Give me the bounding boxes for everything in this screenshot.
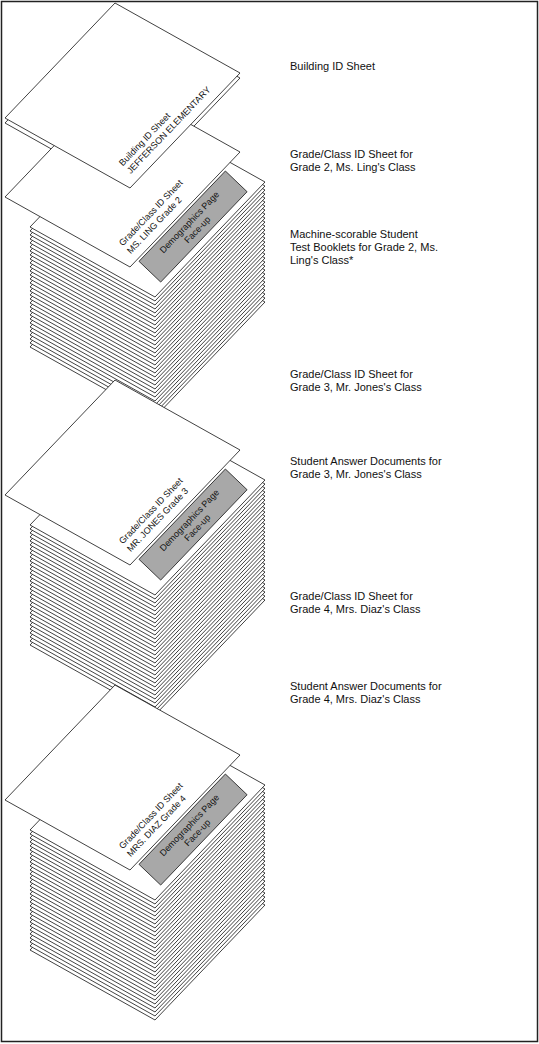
sheet-outline bbox=[5, 82, 240, 267]
id-sheet: Grade/Class ID SheetMRS. DIAZ Grade 4 bbox=[5, 685, 240, 870]
band-fill bbox=[139, 469, 247, 580]
caption-label: Grade/Class ID Sheet for Grade 3, Mr. Jo… bbox=[290, 368, 430, 394]
id-sheet: Building ID SheetJEFFERSON ELEMENTARY bbox=[5, 3, 240, 188]
caption-label: Student Answer Documents for Grade 3, Mr… bbox=[290, 455, 455, 481]
band-fill bbox=[139, 171, 247, 282]
sheet-outline bbox=[5, 380, 240, 565]
caption-label: Grade/Class ID Sheet for Grade 4, Mrs. D… bbox=[290, 590, 430, 616]
caption-label: Machine-scorable Student Test Booklets f… bbox=[290, 228, 440, 267]
caption-label: Student Answer Documents for Grade 4, Mr… bbox=[290, 680, 455, 706]
caption-label: Grade/Class ID Sheet for Grade 2, Ms. Li… bbox=[290, 148, 430, 174]
id-sheet: Grade/Class ID SheetMR. JONES Grade 3 bbox=[5, 380, 240, 565]
caption-label: Building ID Sheet bbox=[290, 60, 430, 73]
sheet-outline bbox=[5, 685, 240, 870]
band-fill bbox=[139, 774, 247, 885]
